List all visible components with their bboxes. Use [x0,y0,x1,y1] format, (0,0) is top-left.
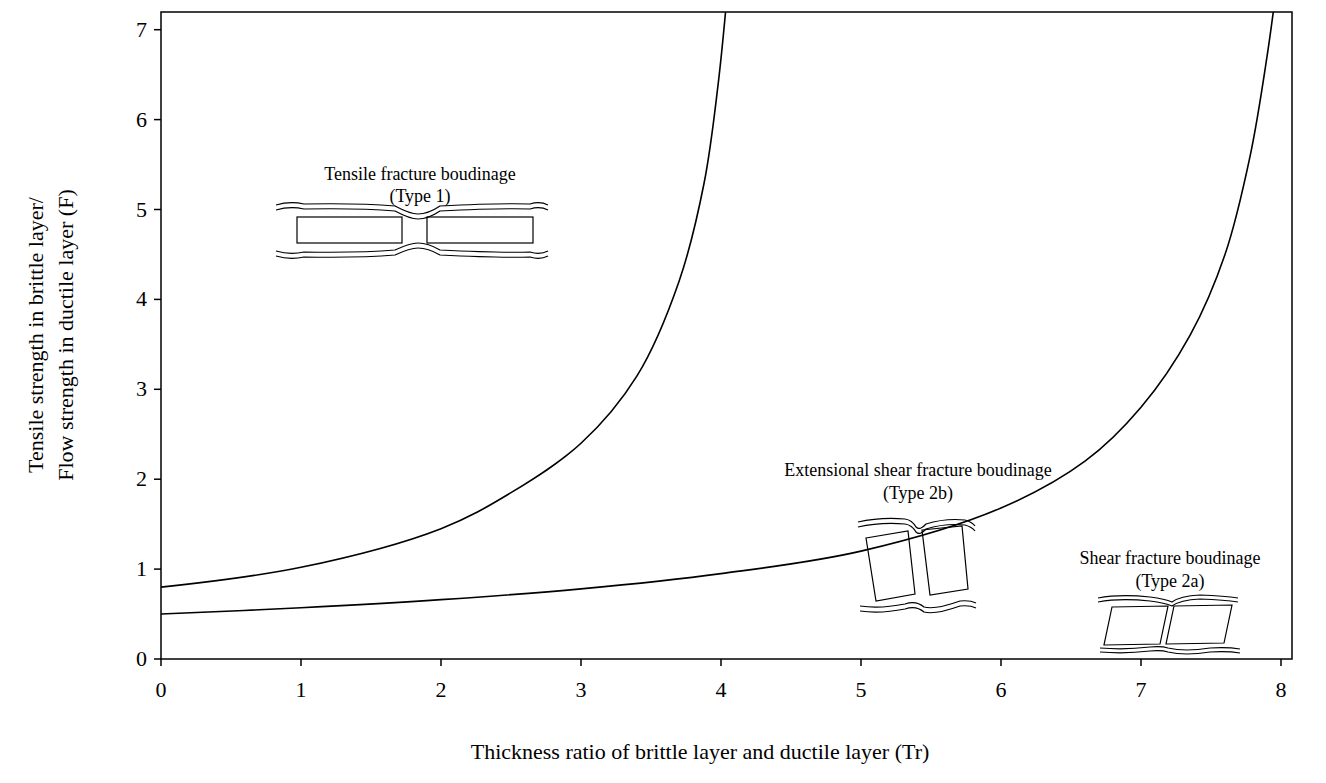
region-label: (Type 1) [389,187,450,205]
x-tick-label: 0 [156,679,167,701]
y-tick-label: 2 [136,468,147,490]
y-tick [154,658,161,660]
x-tick [160,659,162,666]
region-label: Shear fracture boudinage [1080,549,1261,567]
x-tick [860,659,862,666]
x-tick-label: 8 [1276,679,1287,701]
x-tick [580,659,582,666]
y-tick-label: 1 [136,558,147,580]
plot-frame [161,12,1292,659]
x-tick-label: 2 [436,679,447,701]
y-tick-label: 3 [136,378,147,400]
y-tick [154,478,161,480]
extensional-shear-boudin-sketch [858,518,976,612]
axis-title: Flow strength in ductile layer (F) [55,189,77,480]
x-tick-label: 6 [996,679,1007,701]
x-tick [1280,659,1282,666]
y-tick [154,209,161,211]
y-tick [154,119,161,121]
y-tick-label: 4 [136,288,147,310]
y-tick [154,299,161,301]
x-tick [300,659,302,666]
boundary-curve [161,12,1277,614]
y-tick-label: 6 [136,109,147,131]
tensile-boudin-sketch [276,203,548,259]
x-tick [1000,659,1002,666]
y-tick-label: 5 [136,199,147,221]
boundary-curve [161,12,728,587]
region-label: Extensional shear fracture boudinage [784,461,1051,479]
x-tick-label: 5 [856,679,867,701]
x-tick-label: 4 [716,679,727,701]
x-tick [1140,659,1142,666]
shear-boudin-sketch [1098,595,1240,654]
region-label: (Type 2a) [1135,572,1204,590]
y-tick [154,568,161,570]
region-label: (Type 2b) [883,484,953,502]
axis-title: Thickness ratio of brittle layer and duc… [471,741,930,763]
region-label: Tensile fracture boudinage [324,165,516,183]
y-tick [154,389,161,391]
y-tick-label: 7 [136,19,147,41]
x-tick [440,659,442,666]
x-tick-label: 1 [296,679,307,701]
axis-title: Tensile strength in brittle layer/ [25,197,47,473]
y-tick-label: 0 [136,648,147,670]
y-tick [154,29,161,31]
x-tick-label: 3 [576,679,587,701]
x-tick [720,659,722,666]
x-tick-label: 7 [1136,679,1147,701]
